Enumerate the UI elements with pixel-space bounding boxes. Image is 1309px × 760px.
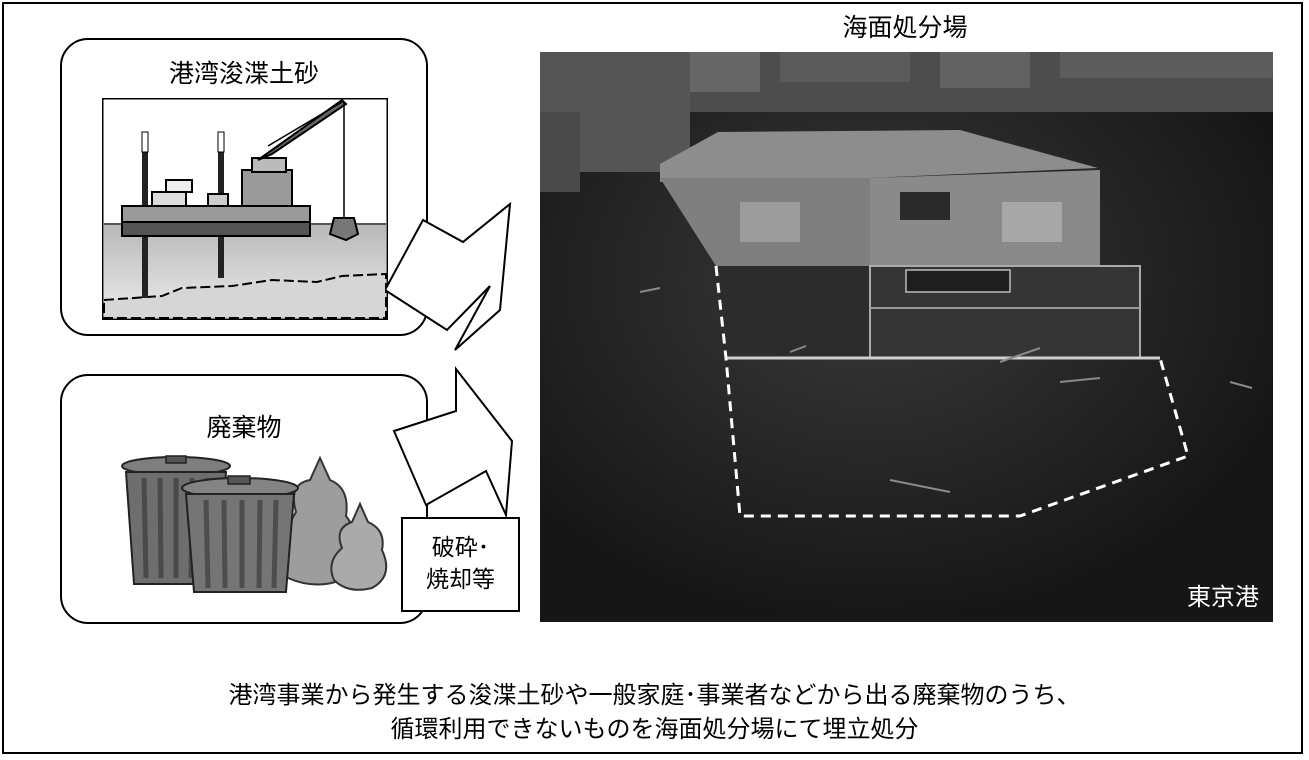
tokyo-port-label: 東京港 <box>1187 583 1259 611</box>
caption-line-2: 循環利用できないものを海面処分場にて埋立処分 <box>390 715 919 743</box>
waste-panel: 廃棄物 <box>60 374 428 624</box>
aerial-photo: 東京港 <box>540 52 1273 622</box>
waste-title: 廃棄物 <box>206 413 282 442</box>
dredged-soil-title: 港湾浚渫土砂 <box>168 59 319 88</box>
arrow-dredged-to-site <box>385 200 515 360</box>
caption-line-1: 港湾事業から発生する浚渫土砂や一般家庭･事業者などから出る廃棄物のうち、 <box>228 681 1081 709</box>
dredged-soil-panel: 港湾浚渫土砂 <box>60 38 428 336</box>
process-line-2: 焼却等 <box>426 566 495 593</box>
dredger-illustration <box>102 98 388 320</box>
crushing-incineration-box: 破砕･ 焼却等 <box>401 517 520 612</box>
garbage-cans-illustration <box>120 454 396 594</box>
arrow-waste-to-site <box>386 355 516 525</box>
process-line-1: 破砕･ <box>431 535 490 562</box>
disposal-site-title: 海面処分場 <box>842 13 968 42</box>
